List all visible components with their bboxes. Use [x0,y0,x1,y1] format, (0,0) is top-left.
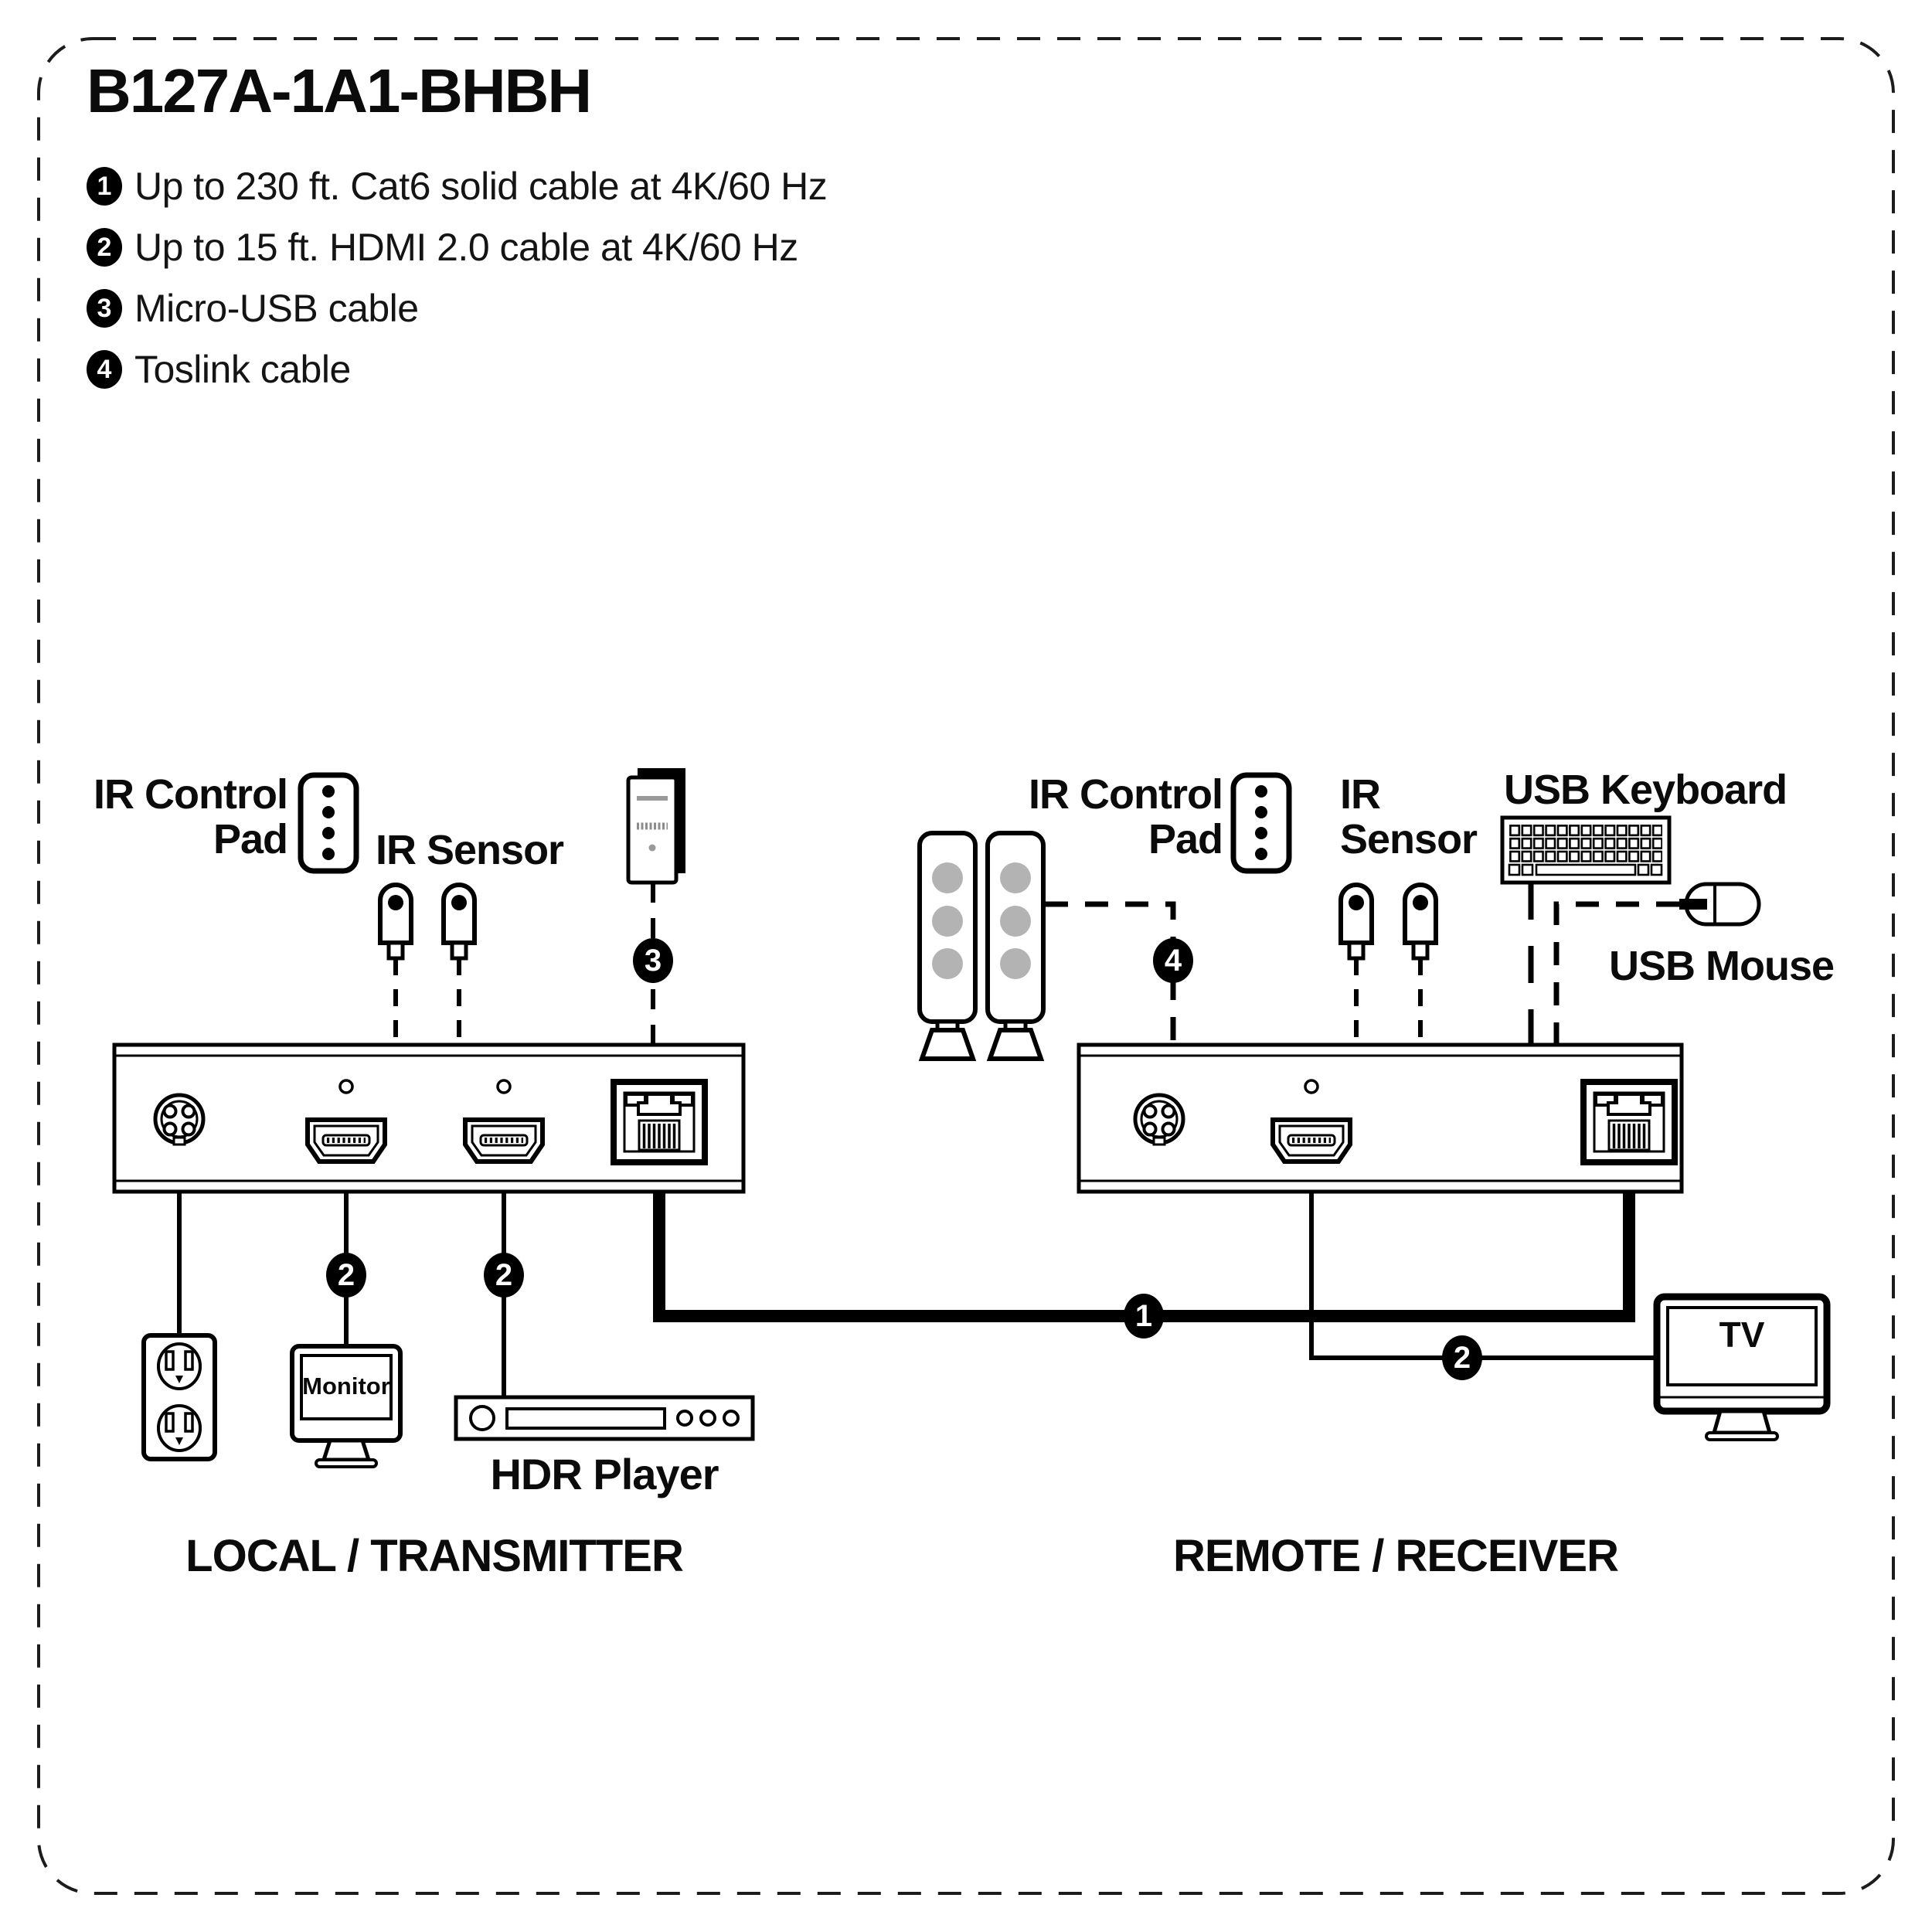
ir-control-pad-label-left: IR Control Pad [77,771,288,862]
speaker-icon-1 [920,833,975,1059]
legend-item-1: 1 Up to 230 ft. Cat6 solid cable at 4K/6… [87,164,828,209]
led-hole [1304,1079,1319,1094]
cable-badge-micro-usb: 3 [633,938,673,983]
legend-badge-3: 3 [87,289,122,328]
hdmi-cable-tv [1309,1192,1658,1360]
ir-sensor-icon-left-1 [380,885,411,958]
ir-sensor-icon-right-2 [1405,885,1436,958]
legend-badge-1: 1 [87,167,122,206]
figure-border [37,37,1895,1895]
power-outlet-icon [141,1333,217,1461]
cable-badge-hdmi-tv: 2 [1442,1335,1482,1380]
power-port-right [1135,1095,1183,1145]
hdmi-out-port-left [308,1120,385,1162]
cable-badge-cat6: 1 [1124,1294,1164,1338]
tv-icon [1653,1293,1831,1441]
receiver-unit [1077,1043,1684,1194]
ir-sensor-label-line1: IR [1340,771,1381,818]
rj45-port-left [614,1082,705,1162]
legend-text-1: Up to 230 ft. Cat6 solid cable at 4K/60 … [134,165,828,208]
ir-control-pad-icon-right [1233,775,1289,871]
ir-sensor-label-right: IR Sensor [1340,771,1478,862]
cable-badge-hdmi-monitor: 2 [326,1253,366,1298]
transmitter-section-label: LOCAL / TRANSMITTER [185,1531,684,1581]
ir-sensor-icon-right-1 [1341,885,1372,958]
led-hole [496,1079,512,1094]
monitor-label: Monitor [302,1372,390,1400]
toslink-cable [1045,901,1176,1045]
legend-text-4: Toslink cable [134,348,351,391]
ir-control-pad-label-right: IR Control Pad [1012,771,1223,862]
ir-sensor-icon-left-2 [444,885,474,958]
cable-badge-hdmi-source: 2 [484,1253,524,1298]
hdmi-out-port-right [1273,1120,1350,1162]
transmitter-unit [112,1043,746,1194]
ir-control-label-line1: IR Control [1029,771,1223,818]
legend-item-4: 4 Toslink cable [87,347,827,392]
power-port-left [155,1095,203,1145]
hdmi-in-port-left [465,1120,543,1162]
page-title: B127A-1A1-BHBH [87,56,592,125]
hdr-player-icon [454,1395,755,1441]
ir-control-label-line2: Pad [213,815,288,862]
media-tower-icon [626,768,685,885]
ir-control-label-line1: IR Control [94,771,288,818]
usb-keyboard-icon [1500,815,1672,885]
legend-text-2: Up to 15 ft. HDMI 2.0 cable at 4K/60 Hz [134,226,798,269]
led-hole [338,1079,354,1094]
speaker-icon-2 [988,833,1043,1059]
legend-text-3: Micro-USB cable [134,287,419,330]
cable-badge-toslink: 4 [1153,938,1193,983]
hdr-player-label: HDR Player [490,1450,719,1498]
legend-item-3: 3 Micro-USB cable [87,286,827,331]
tv-label: TV [1719,1315,1765,1355]
legend: 1 Up to 230 ft. Cat6 solid cable at 4K/6… [87,164,828,408]
rj45-port-right [1583,1082,1675,1162]
usb-mouse-label: USB Mouse [1609,943,1835,989]
usb-mouse-cable [1553,901,1679,1045]
usb-keyboard-label: USB Keyboard [1504,767,1787,813]
legend-badge-4: 4 [87,350,122,389]
ir-sensor-label-left: IR Sensor [376,827,564,873]
usb-mouse-icon [1679,882,1761,927]
legend-badge-2: 2 [87,228,122,267]
ir-control-pad-icon-left [301,775,356,871]
ir-control-label-line2: Pad [1148,815,1223,862]
legend-item-2: 2 Up to 15 ft. HDMI 2.0 cable at 4K/60 H… [87,225,827,270]
monitor-icon [290,1344,403,1468]
receiver-section-label: REMOTE / RECEIVER [1173,1531,1619,1581]
ir-sensor-label-line2: Sensor [1340,815,1478,862]
